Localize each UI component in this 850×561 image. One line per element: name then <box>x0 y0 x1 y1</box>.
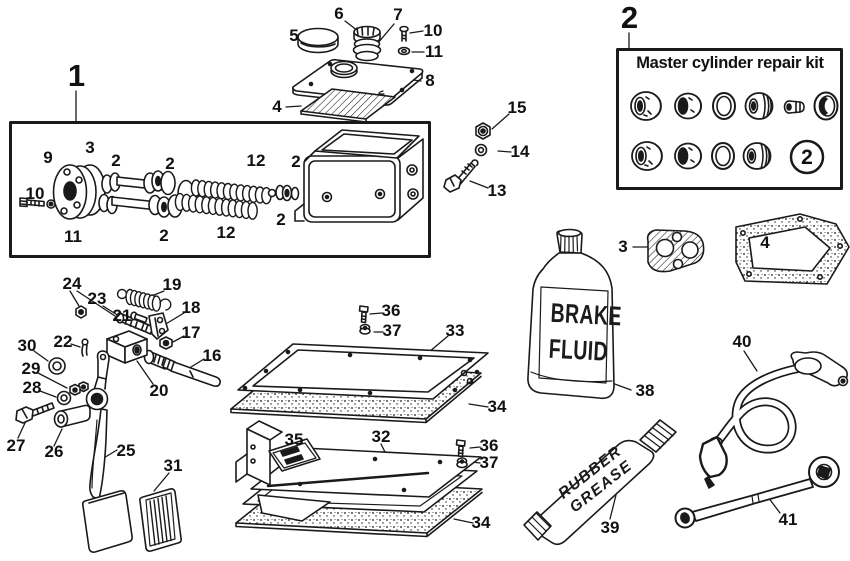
brake-fluid-label-line2: FLUID <box>548 333 609 367</box>
washer-30 <box>48 357 66 375</box>
spanner-41 <box>674 456 840 529</box>
reservoir-lid-8 <box>292 58 424 106</box>
trunnion-20 <box>106 330 148 364</box>
nut-37-lower <box>456 457 468 469</box>
screw-10-top <box>399 25 409 42</box>
bracket-18 <box>148 312 169 340</box>
filler-cap-6-7 <box>352 25 382 62</box>
plate-35 <box>268 438 321 472</box>
bolt-36-lower <box>455 439 466 458</box>
nuts-29 <box>69 381 89 396</box>
mounting-flange-9 <box>52 164 97 220</box>
nut-15 <box>475 122 491 140</box>
washer-28 <box>56 390 72 406</box>
bolt-13 <box>443 159 479 193</box>
spring-12-lower <box>174 192 258 220</box>
washer-14 <box>474 143 488 157</box>
blanking-plate-33 <box>237 343 489 400</box>
bolt-27 <box>15 402 55 424</box>
washer-11-flange <box>46 199 56 209</box>
return-spring-19 <box>116 288 172 312</box>
bolt-36-upper <box>358 305 369 324</box>
master-cylinder-box-1 <box>9 121 431 258</box>
brake-fluid-label: BRAKE FLUID <box>538 294 623 370</box>
pin-21 <box>130 311 148 324</box>
brake-fluid-label-line1: BRAKE <box>549 297 623 332</box>
cylinder-body <box>294 129 424 223</box>
pedal-pad-31 <box>139 488 182 552</box>
kit-title: Master cylinder repair kit <box>636 54 824 72</box>
bleed-tube-40 <box>698 351 849 489</box>
spacer-26 <box>53 404 91 428</box>
lid-gasket-4 <box>300 88 396 123</box>
nut-37-upper <box>359 323 371 335</box>
repair-kit-box-2 <box>616 48 843 190</box>
pipe-gasket-3 <box>646 229 705 273</box>
brake-pedal-25 <box>81 350 133 553</box>
grease-tube-39 <box>523 419 677 546</box>
washer-11-top <box>397 46 411 56</box>
screw-10-flange <box>19 197 45 208</box>
clevis-pin-22 <box>81 338 89 357</box>
cover-gasket-4 <box>735 213 850 285</box>
brake-fluid-bottle-38 <box>527 228 615 400</box>
nut-24 <box>75 305 87 319</box>
reservoir-cap-5 <box>297 27 339 54</box>
end-seals-2 <box>267 184 300 202</box>
nut-17 <box>159 336 173 350</box>
kit-badge-number: 2 <box>801 146 813 169</box>
kit-badge-circle <box>789 139 825 175</box>
pushrod-16 <box>143 349 221 387</box>
